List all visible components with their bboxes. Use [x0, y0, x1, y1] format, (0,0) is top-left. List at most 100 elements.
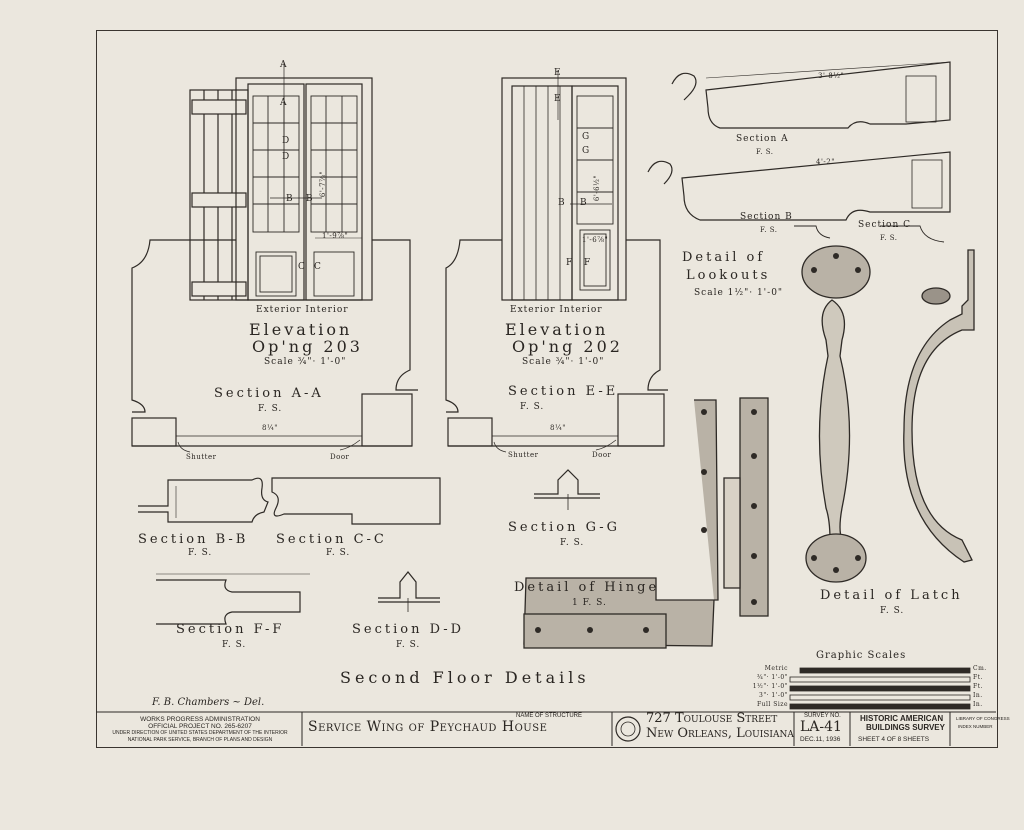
lookouts-sec-a: Section A — [736, 134, 789, 144]
address-line-1: 727 Toulouse Street — [646, 711, 778, 726]
lookouts-drawing — [647, 61, 951, 243]
survey-number: LA-41 — [800, 719, 842, 735]
elev-202-ext-int: Exterior Interior — [510, 305, 603, 315]
scale-unit-full: In. — [973, 701, 983, 708]
graphic-scale-bars — [789, 667, 971, 710]
sec-cc-sub: F. S. — [326, 548, 351, 558]
door-height-202: 6'-6½" — [593, 174, 602, 202]
sec-bb-title: Section B-B — [138, 532, 249, 547]
section-aa-plan — [131, 393, 413, 453]
hinge-drawing — [523, 397, 769, 649]
latch-drawing — [801, 245, 975, 583]
marker-b-4: B — [580, 198, 588, 208]
marker-f-1: F — [566, 258, 573, 268]
elev-202-opng: Op'ng 202 — [512, 337, 623, 356]
survey-no-label: SURVEY NO. — [804, 713, 841, 719]
sheet-border — [96, 30, 998, 748]
section-gg-drawing — [534, 469, 600, 510]
sec-aa-dim: 8¼" — [262, 424, 278, 432]
lookouts-scale: Scale 1½"· 1'-0" — [694, 288, 784, 298]
section-ff-drawing — [156, 573, 310, 625]
sec-aa-title: Section A-A — [214, 386, 324, 401]
lookouts-sec-b: Section B — [740, 212, 793, 222]
marker-g-1: G — [582, 132, 590, 142]
elevation-203-drawing — [131, 62, 418, 413]
sec-ee-shutter: Shutter — [508, 451, 539, 459]
sheet-number: SHEET 4 OF 8 SHEETS — [858, 736, 930, 743]
wpa-line-2: OFFICIAL PROJECT NO. 265-6207 — [148, 723, 252, 730]
sec-cc-title: Section C-C — [276, 532, 387, 547]
sec-dd-sub: F. S. — [396, 640, 421, 650]
marker-e-1: E — [554, 68, 562, 78]
sec-ff-title: Section F-F — [176, 622, 285, 637]
lookouts-sec-c: Section C — [858, 220, 911, 230]
sec-ee-sub: F. S. — [520, 402, 545, 412]
latch-title: Detail of Latch — [820, 588, 963, 603]
door-height-203: 6'-7⅞" — [319, 170, 328, 198]
hinge-sub: 1 F. S. — [572, 598, 607, 608]
wpa-line-1: WORKS PROGRESS ADMINISTRATION — [140, 716, 260, 723]
sec-aa-sub: F. S. — [258, 404, 283, 414]
elev-202-title: Elevation — [505, 320, 609, 339]
lookouts-sec-a-sub: F. S. — [756, 148, 774, 156]
sec-dd-title: Section D-D — [352, 622, 465, 637]
elev-203-opng: Op'ng 203 — [252, 337, 363, 356]
elev-202-scale: Scale ¾"· 1'-0" — [522, 357, 605, 367]
sec-ee-title: Section E-E — [508, 384, 619, 399]
section-dd-drawing — [378, 571, 440, 612]
sec-ff-sub: F. S. — [222, 640, 247, 650]
title-block-lines — [96, 711, 996, 746]
wpa-line-4: NATIONAL PARK SERVICE, BRANCH OF PLANS A… — [127, 737, 273, 743]
lookouts-dim-a: 3'-8½" — [818, 72, 845, 80]
sec-gg-title: Section G-G — [508, 520, 620, 535]
survey-date: DEC.11, 1936 — [800, 736, 841, 743]
sheet-title: Second Floor Details — [340, 668, 590, 687]
marker-e-2: E — [554, 94, 562, 104]
scale-unit-1-5: Ft. — [973, 683, 983, 690]
sec-bb-sub: F. S. — [188, 548, 213, 558]
door-width-202: 1'-6⅞" — [582, 236, 609, 244]
scale-label-1-5: 1½"· 1'-0" — [752, 683, 788, 690]
marker-c-1: C — [298, 262, 306, 272]
loc-line-2: INDEX NUMBER — [958, 724, 993, 729]
graphic-scale-units: Cm. Ft. Ft. In. In. — [973, 664, 987, 709]
marker-g-2: G — [582, 146, 590, 156]
sec-gg-sub: F. S. — [560, 538, 585, 548]
sec-ee-dim: 8¼" — [550, 424, 566, 432]
loc-line-1: LIBRARY OF CONGRESS — [956, 716, 1010, 721]
lookouts-sec-c-sub: F. S. — [880, 234, 898, 242]
wpa-block: WORKS PROGRESS ADMINISTRATION OFFICIAL P… — [98, 716, 302, 744]
scale-label-3-4: ¾"· 1'-0" — [757, 674, 788, 681]
elev-203-scale: Scale ¾"· 1'-0" — [264, 357, 347, 367]
marker-f-2: F — [584, 258, 591, 268]
scale-label-3: 3"· 1'-0" — [759, 692, 788, 699]
habs-line-2: BUILDINGS SURVEY — [866, 723, 945, 732]
graphic-scales-title: Graphic Scales — [816, 650, 907, 661]
marker-c-2: C — [314, 262, 322, 272]
scale-unit-3-4: Ft. — [973, 674, 983, 681]
lookouts-sec-b-sub: F. S. — [760, 226, 778, 234]
marker-b-1: B — [286, 194, 294, 204]
sec-aa-door: Door — [330, 453, 350, 461]
sec-aa-shutter: Shutter — [186, 453, 217, 461]
draftsman-signature: F. B. Chambers ~ Del. — [152, 697, 265, 708]
lookouts-title-2: Lookouts — [686, 268, 771, 283]
marker-a-top: A — [280, 60, 287, 70]
habs-line-1: HISTORIC AMERICAN — [860, 714, 944, 723]
name-of-structure-label: NAME OF STRUCTURE — [516, 713, 582, 719]
elev-203-title: Elevation — [249, 320, 353, 339]
sec-ee-door: Door — [592, 451, 612, 459]
scale-label-full: Full Size — [756, 701, 788, 708]
marker-d-1: D — [282, 136, 290, 146]
structure-name: Service Wing of Peychaud House — [308, 719, 548, 735]
marker-d-2: D — [282, 152, 290, 162]
marker-a-mid: A — [280, 98, 287, 108]
door-width-203: 1'-9⅞" — [322, 232, 349, 240]
elev-203-ext-int: Exterior Interior — [256, 305, 349, 315]
section-ee-plan — [447, 393, 665, 453]
latch-sub: F. S. — [880, 606, 905, 616]
scale-unit-3: In. — [973, 692, 983, 699]
lookouts-dim-b: 4'-2" — [816, 158, 835, 166]
scale-label-metric: Metric — [764, 665, 788, 672]
